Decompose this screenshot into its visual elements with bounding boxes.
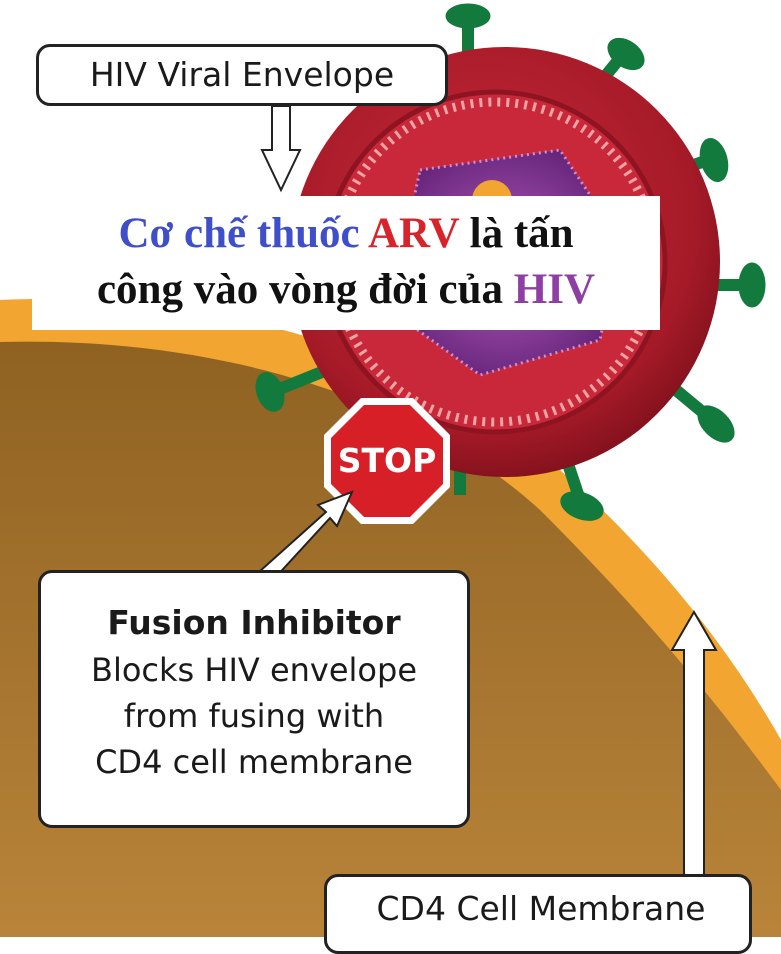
envelope-arrow [260,105,302,193]
stop-text: STOP [338,441,437,480]
title-line-2: công vào vòng đời của HIV [32,262,660,318]
title-arv: ARV [368,210,459,257]
title-hiv: HIV [513,266,596,313]
fusion-title: Fusion Inhibitor [107,603,401,642]
title-part: công vào vòng đời của [96,266,514,313]
fusion-inhibitor-callout: Fusion Inhibitor Blocks HIV envelope fro… [38,570,470,828]
title-line-1: Cơ chế thuốc ARV là tấn [32,206,660,262]
title-part: là tấn [458,210,574,257]
title-part: Cơ chế thuốc [118,210,368,257]
fusion-desc-line: Blocks HIV envelope [90,651,417,689]
cd4-membrane-label: CD4 Cell Membrane [324,874,752,954]
membrane-arrow [670,610,718,877]
stop-sign: STOP [324,398,450,524]
envelope-label: HIV Viral Envelope [36,44,448,106]
fusion-desc-line: from fusing with [123,697,385,735]
fusion-desc-line: CD4 cell membrane [95,743,413,781]
title-banner: Cơ chế thuốc ARV là tấn công vào vòng đờ… [32,196,660,330]
